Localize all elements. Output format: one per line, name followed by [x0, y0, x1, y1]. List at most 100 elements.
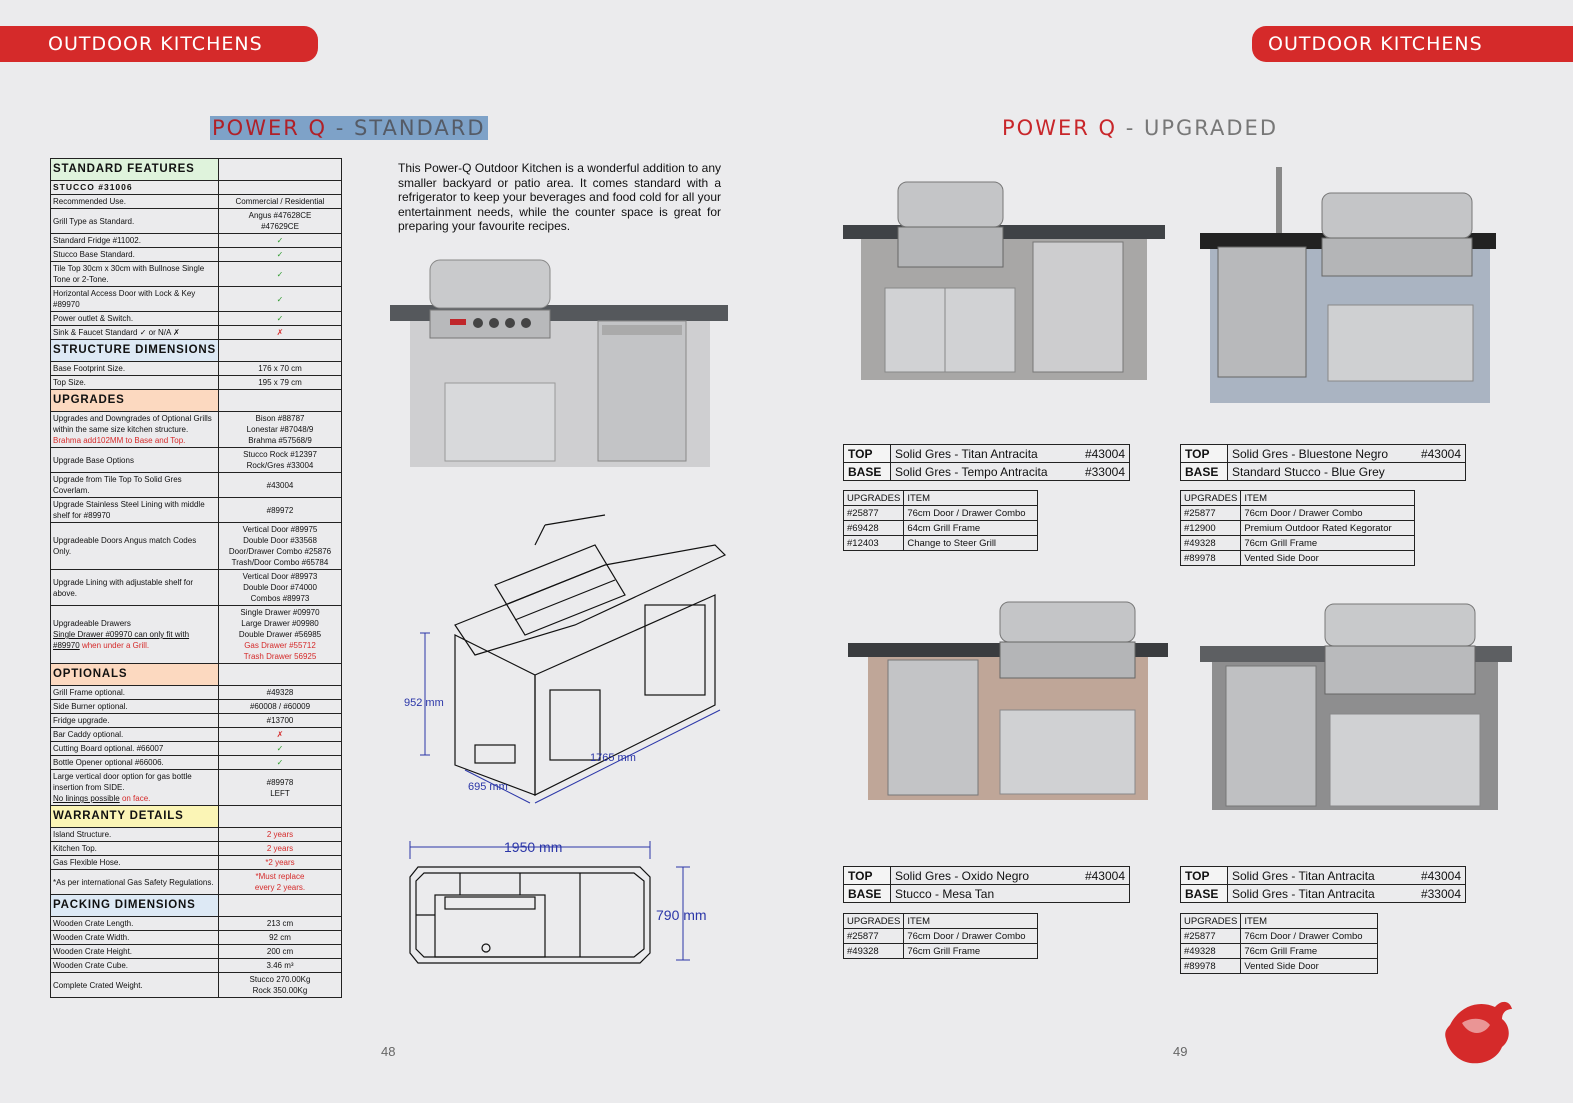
spec-label: Upgrade Stainless Steel Lining with midd…	[50, 497, 219, 523]
spec-value: 200 cm	[218, 944, 342, 959]
spec-row: Recommended Use.Commercial / Residential	[50, 194, 342, 209]
spec-value: 176 x 70 cm	[218, 361, 342, 376]
structure-dimensions-heading: STRUCTURE DIMENSIONS	[50, 339, 219, 362]
top-name: Solid Gres - Bluestone Negro	[1227, 444, 1412, 463]
upgrade-item: 76cm Door / Drawer Combo	[903, 505, 1038, 521]
top-length-dimension: 1950 mm	[504, 839, 563, 855]
top-code: #43004	[1074, 444, 1131, 463]
spec-label: Horizontal Access Door with Lock & Key #…	[50, 286, 219, 312]
upgrades-header: UPGRADES	[1179, 490, 1242, 506]
spec-value: Bison #88787 Lonestar #87048/9 Brahma #5…	[218, 411, 342, 448]
spec-value: ✗	[218, 727, 342, 742]
spec-value: ✓	[218, 286, 342, 312]
spec-value: *Must replace every 2 years.	[218, 869, 342, 895]
spec-row: Side Burner optional.#60008 / #60009	[50, 699, 342, 714]
spec-label: Side Burner optional.	[50, 699, 219, 714]
spec-label: Bottle Opener optional #66006.	[50, 755, 219, 770]
spec-label: Recommended Use.	[50, 194, 219, 209]
spec-row: Kitchen Top.2 years	[50, 841, 342, 856]
spec-value: *2 years	[218, 855, 342, 870]
spec-value: Vertical Door #89975 Double Door #33568 …	[218, 522, 342, 570]
spec-row: Upgrade Stainless Steel Lining with midd…	[50, 497, 342, 523]
upgrade-code: #69428	[842, 520, 905, 536]
base-code	[1068, 884, 1130, 903]
spec-label: Upgrade from Tile Top To Solid Gres Cove…	[50, 472, 219, 498]
bull-logo	[1445, 1001, 1512, 1064]
spec-row: Grill Type as Standard.Angus #47628CE #4…	[50, 208, 342, 234]
base-code: #33004	[1074, 462, 1131, 481]
spec-value: #60008 / #60009	[218, 699, 342, 714]
spec-value: Stucco 270.00Kg Rock 350.00Kg	[218, 972, 342, 998]
spec-value: 195 x 79 cm	[218, 375, 342, 390]
spec-row: Upgrades and Downgrades of Optional Gril…	[50, 411, 342, 448]
spec-label: Upgrade Base Options	[50, 447, 219, 473]
spec-value: ✓	[218, 755, 342, 770]
base-name: Stucco - Mesa Tan	[889, 884, 1069, 903]
spec-row: Grill Frame optional.#49328	[50, 685, 342, 700]
right-page-title: POWER Q - UPGRADED	[1002, 116, 1278, 140]
upgrade-item: 76cm Door / Drawer Combo	[1240, 928, 1378, 944]
upgrade-item: 76cm Grill Frame	[903, 943, 1038, 959]
upgrade-code: #12900	[1179, 520, 1242, 536]
item-header: ITEM	[903, 490, 1038, 506]
spec-label: Bar Caddy optional.	[50, 727, 219, 742]
spec-row: *As per international Gas Safety Regulat…	[50, 869, 342, 895]
upgrade-code: #25877	[842, 505, 905, 521]
upgrade-item: Premium Outdoor Rated Kegorator	[1240, 520, 1415, 536]
section-tab-left: OUTDOOR KITCHENS	[0, 26, 318, 62]
base-label: BASE	[1180, 462, 1228, 481]
spec-row: Standard Fridge #11002.✓	[50, 233, 342, 248]
upgrade-item: Vented Side Door	[1240, 958, 1378, 974]
spec-row: Wooden Crate Height.200 cm	[50, 944, 342, 959]
page-number-left: 48	[381, 1044, 396, 1059]
spec-value: #13700	[218, 713, 342, 728]
spec-value: #43004	[218, 472, 342, 498]
top-label: TOP	[843, 444, 891, 463]
top-label: TOP	[1180, 444, 1228, 463]
spec-value: ✓	[218, 247, 342, 262]
spec-row: Stucco Base Standard.✓	[50, 247, 342, 262]
warranty-heading: WARRANTY DETAILS	[50, 805, 219, 828]
upgrades-header: UPGRADES	[842, 490, 905, 506]
spec-label: Wooden Crate Width.	[50, 930, 219, 945]
spec-value: 2 years	[218, 827, 342, 842]
stucco-subheading: STUCCO #31006	[50, 180, 219, 195]
kitchen-photo-3	[848, 601, 1168, 800]
top-name: Solid Gres - Titan Antracita	[1226, 866, 1408, 885]
spec-value: #89978 LEFT	[218, 769, 342, 806]
upgrade-code: #25877	[1179, 928, 1242, 944]
base-label: BASE	[1180, 884, 1228, 903]
kitchen-photo-4	[1200, 603, 1512, 810]
kitchen-photo-2	[1200, 167, 1496, 403]
spec-label: Cutting Board optional. #66007	[50, 741, 219, 756]
isometric-drawing	[420, 514, 727, 804]
spec-row: Large vertical door option for gas bottl…	[50, 769, 342, 806]
packing-dimensions-heading: PACKING DIMENSIONS	[50, 894, 219, 917]
spec-label: Power outlet & Switch.	[50, 311, 219, 326]
top-code: #43004	[1407, 866, 1466, 885]
spec-value: 213 cm	[218, 916, 342, 931]
spec-value: Stucco Rock #12397 Rock/Gres #33004	[218, 447, 342, 473]
spec-label: Upgrade Lining with adjustable shelf for…	[50, 569, 219, 606]
spec-row: Power outlet & Switch.✓	[50, 311, 342, 326]
top-label: TOP	[1180, 866, 1228, 885]
spec-label: Complete Crated Weight.	[50, 972, 219, 998]
upgrade-item: 64cm Grill Frame	[903, 520, 1038, 536]
spec-label: Upgrades and Downgrades of Optional Gril…	[50, 411, 219, 448]
spec-row: Gas Flexible Hose.*2 years	[50, 855, 342, 870]
spec-label: Wooden Crate Height.	[50, 944, 219, 959]
spec-value: #49328	[218, 685, 342, 700]
upgrade-code: #89978	[1179, 550, 1242, 566]
